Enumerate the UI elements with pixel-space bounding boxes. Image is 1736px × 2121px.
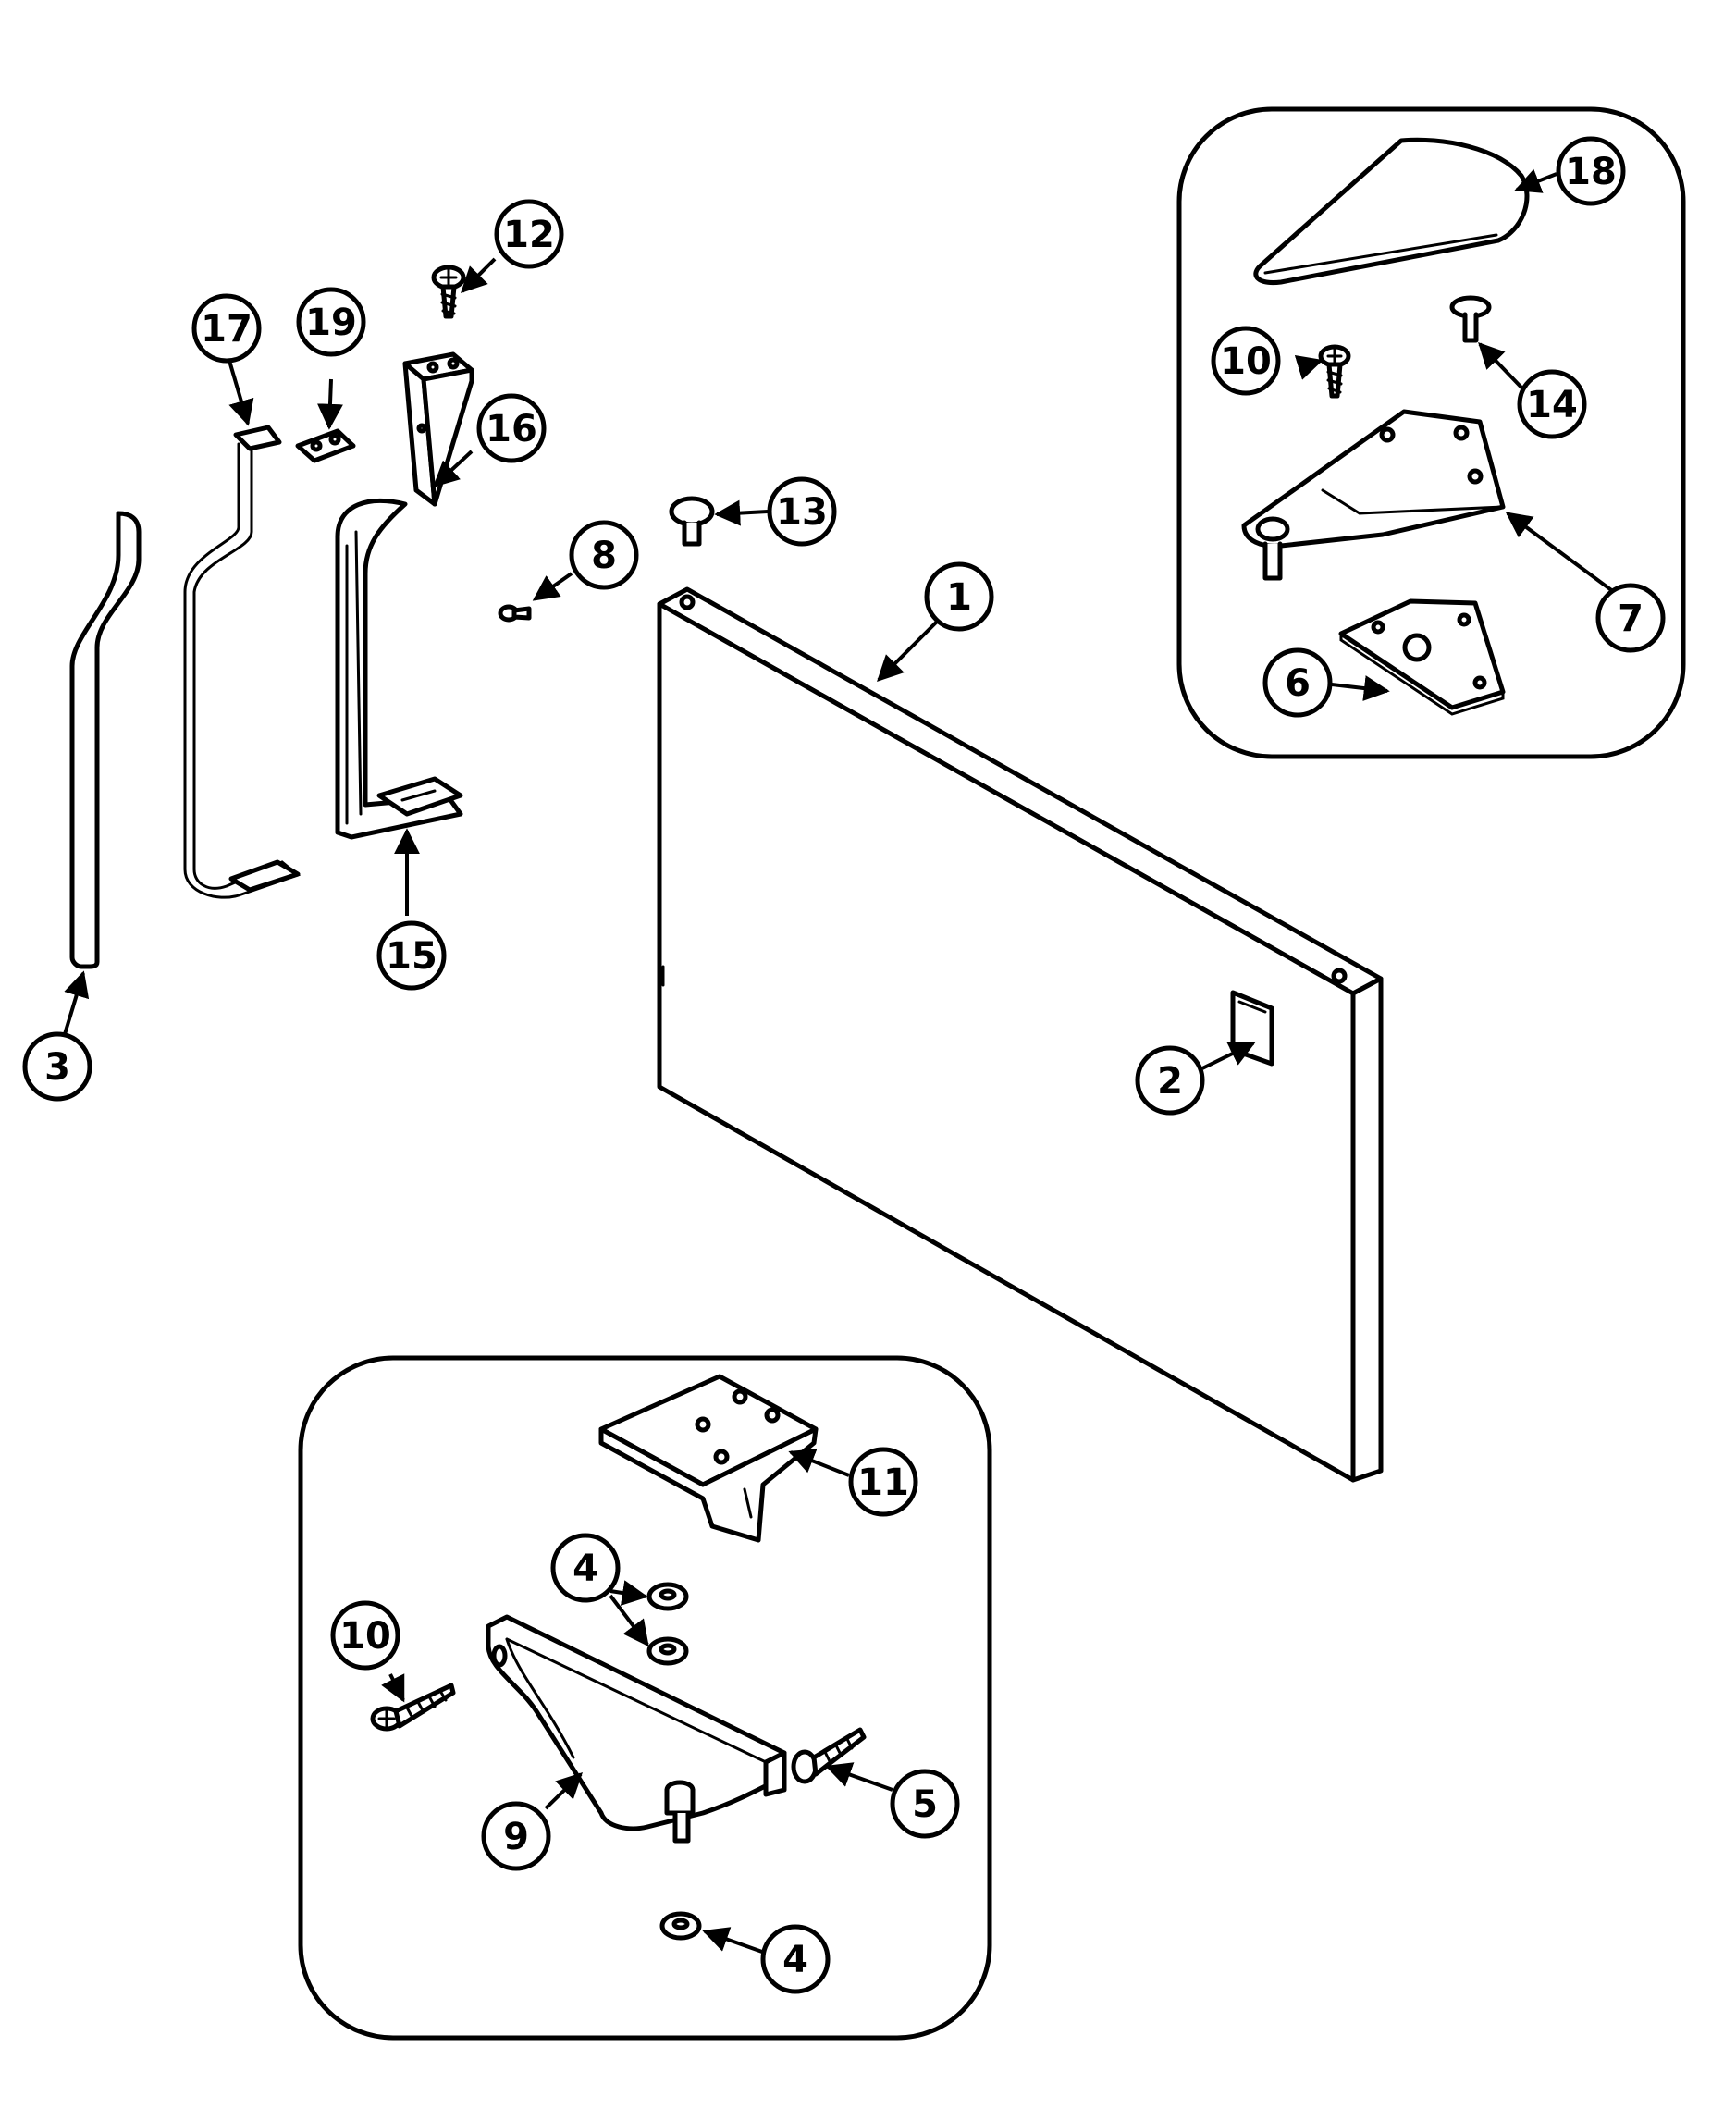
callout-11: 11 [848, 1447, 918, 1517]
leader-10a [1294, 354, 1324, 380]
part-19-spacer [295, 428, 356, 463]
callout-label: 19 [305, 302, 357, 344]
part-5-screw [791, 1727, 867, 1784]
callout-4b: 4 [760, 1924, 831, 1994]
callout-label: 9 [503, 1816, 529, 1858]
callout-5: 5 [890, 1769, 960, 1839]
callout-label: 4 [782, 1939, 808, 1981]
callout-label: 11 [857, 1461, 909, 1504]
leader-5 [825, 1762, 893, 1792]
callout-3: 3 [22, 1031, 92, 1102]
callout-16: 16 [476, 393, 547, 463]
leader-1 [877, 618, 941, 682]
part-4-washer-bottom [659, 1911, 702, 1941]
leader-6 [1331, 675, 1390, 701]
callout-label: 10 [1220, 340, 1272, 383]
inset-frame-top-right [1176, 106, 1686, 759]
callout-label: 2 [1157, 1060, 1183, 1103]
leader-10b [381, 1673, 405, 1703]
callout-13: 13 [767, 476, 837, 547]
callout-9: 9 [481, 1801, 551, 1871]
callout-label: 7 [1618, 598, 1644, 640]
callout-label: 3 [44, 1046, 70, 1089]
callout-8: 8 [569, 520, 639, 590]
callout-6: 6 [1262, 647, 1333, 718]
leader-9 [544, 1772, 584, 1810]
callout-label: 13 [776, 491, 828, 534]
callout-15: 15 [376, 920, 447, 991]
leader-4b [702, 1927, 763, 1954]
leader-4a2 [609, 1594, 649, 1647]
callout-label: 18 [1565, 151, 1617, 193]
callout-1: 1 [924, 561, 994, 632]
callout-label: 17 [201, 308, 252, 351]
part-8-screw [498, 604, 532, 623]
part-15-handle-trim [335, 498, 463, 840]
part-18-hinge-cover [1253, 137, 1530, 286]
inset-frame-bottom [298, 1355, 992, 2041]
callout-18: 18 [1556, 136, 1626, 206]
callout-label: 4 [573, 1548, 598, 1590]
leader-3 [63, 970, 90, 1035]
callout-label: 5 [912, 1783, 938, 1826]
leader-16 [432, 450, 474, 487]
leader-14 [1478, 341, 1526, 392]
leader-12 [461, 257, 497, 293]
callout-17: 17 [191, 293, 262, 364]
leader-18 [1514, 168, 1557, 193]
callout-2: 2 [1135, 1045, 1205, 1116]
part-12-screw [431, 265, 466, 319]
leader-7 [1505, 512, 1616, 594]
callout-label: 15 [386, 935, 437, 978]
callout-19: 19 [296, 287, 366, 357]
callout-label: 16 [486, 408, 537, 450]
part-13-plug [669, 496, 715, 547]
part-6-shim [1338, 598, 1506, 716]
leader-2 [1201, 1042, 1256, 1070]
part-3-door-handle [69, 511, 142, 969]
callout-label: 10 [339, 1615, 391, 1658]
callout-12: 12 [494, 199, 564, 269]
part-10-screw-bottom [370, 1683, 456, 1732]
callout-label: 1 [946, 576, 972, 619]
part-1-freezer-door [657, 586, 1384, 1483]
leader-11 [788, 1449, 850, 1477]
callout-label: 14 [1526, 384, 1578, 426]
part-14-plug [1449, 295, 1492, 343]
leader-19 [316, 378, 343, 430]
leader-13 [714, 499, 769, 526]
callout-4a: 4 [550, 1533, 621, 1603]
part-11-hinge-bracket [598, 1374, 819, 1543]
callout-10a: 10 [1211, 326, 1281, 396]
part-7-top-hinge [1241, 409, 1506, 581]
callout-label: 8 [591, 535, 617, 577]
leader-4a [609, 1580, 648, 1606]
callout-7: 7 [1595, 583, 1666, 653]
callout-label: 12 [503, 214, 555, 256]
part-4-washers-top [646, 1582, 689, 1666]
leader-lines [63, 168, 1616, 1954]
leader-17 [228, 360, 254, 426]
part-9-bottom-hinge [486, 1614, 787, 1844]
callout-label: 6 [1285, 662, 1311, 705]
part-17-handle-frame [183, 425, 302, 899]
callout-10b: 10 [330, 1600, 400, 1671]
callout-14: 14 [1517, 369, 1587, 439]
part-10-screw-top [1318, 344, 1351, 399]
leader-8 [532, 572, 573, 601]
